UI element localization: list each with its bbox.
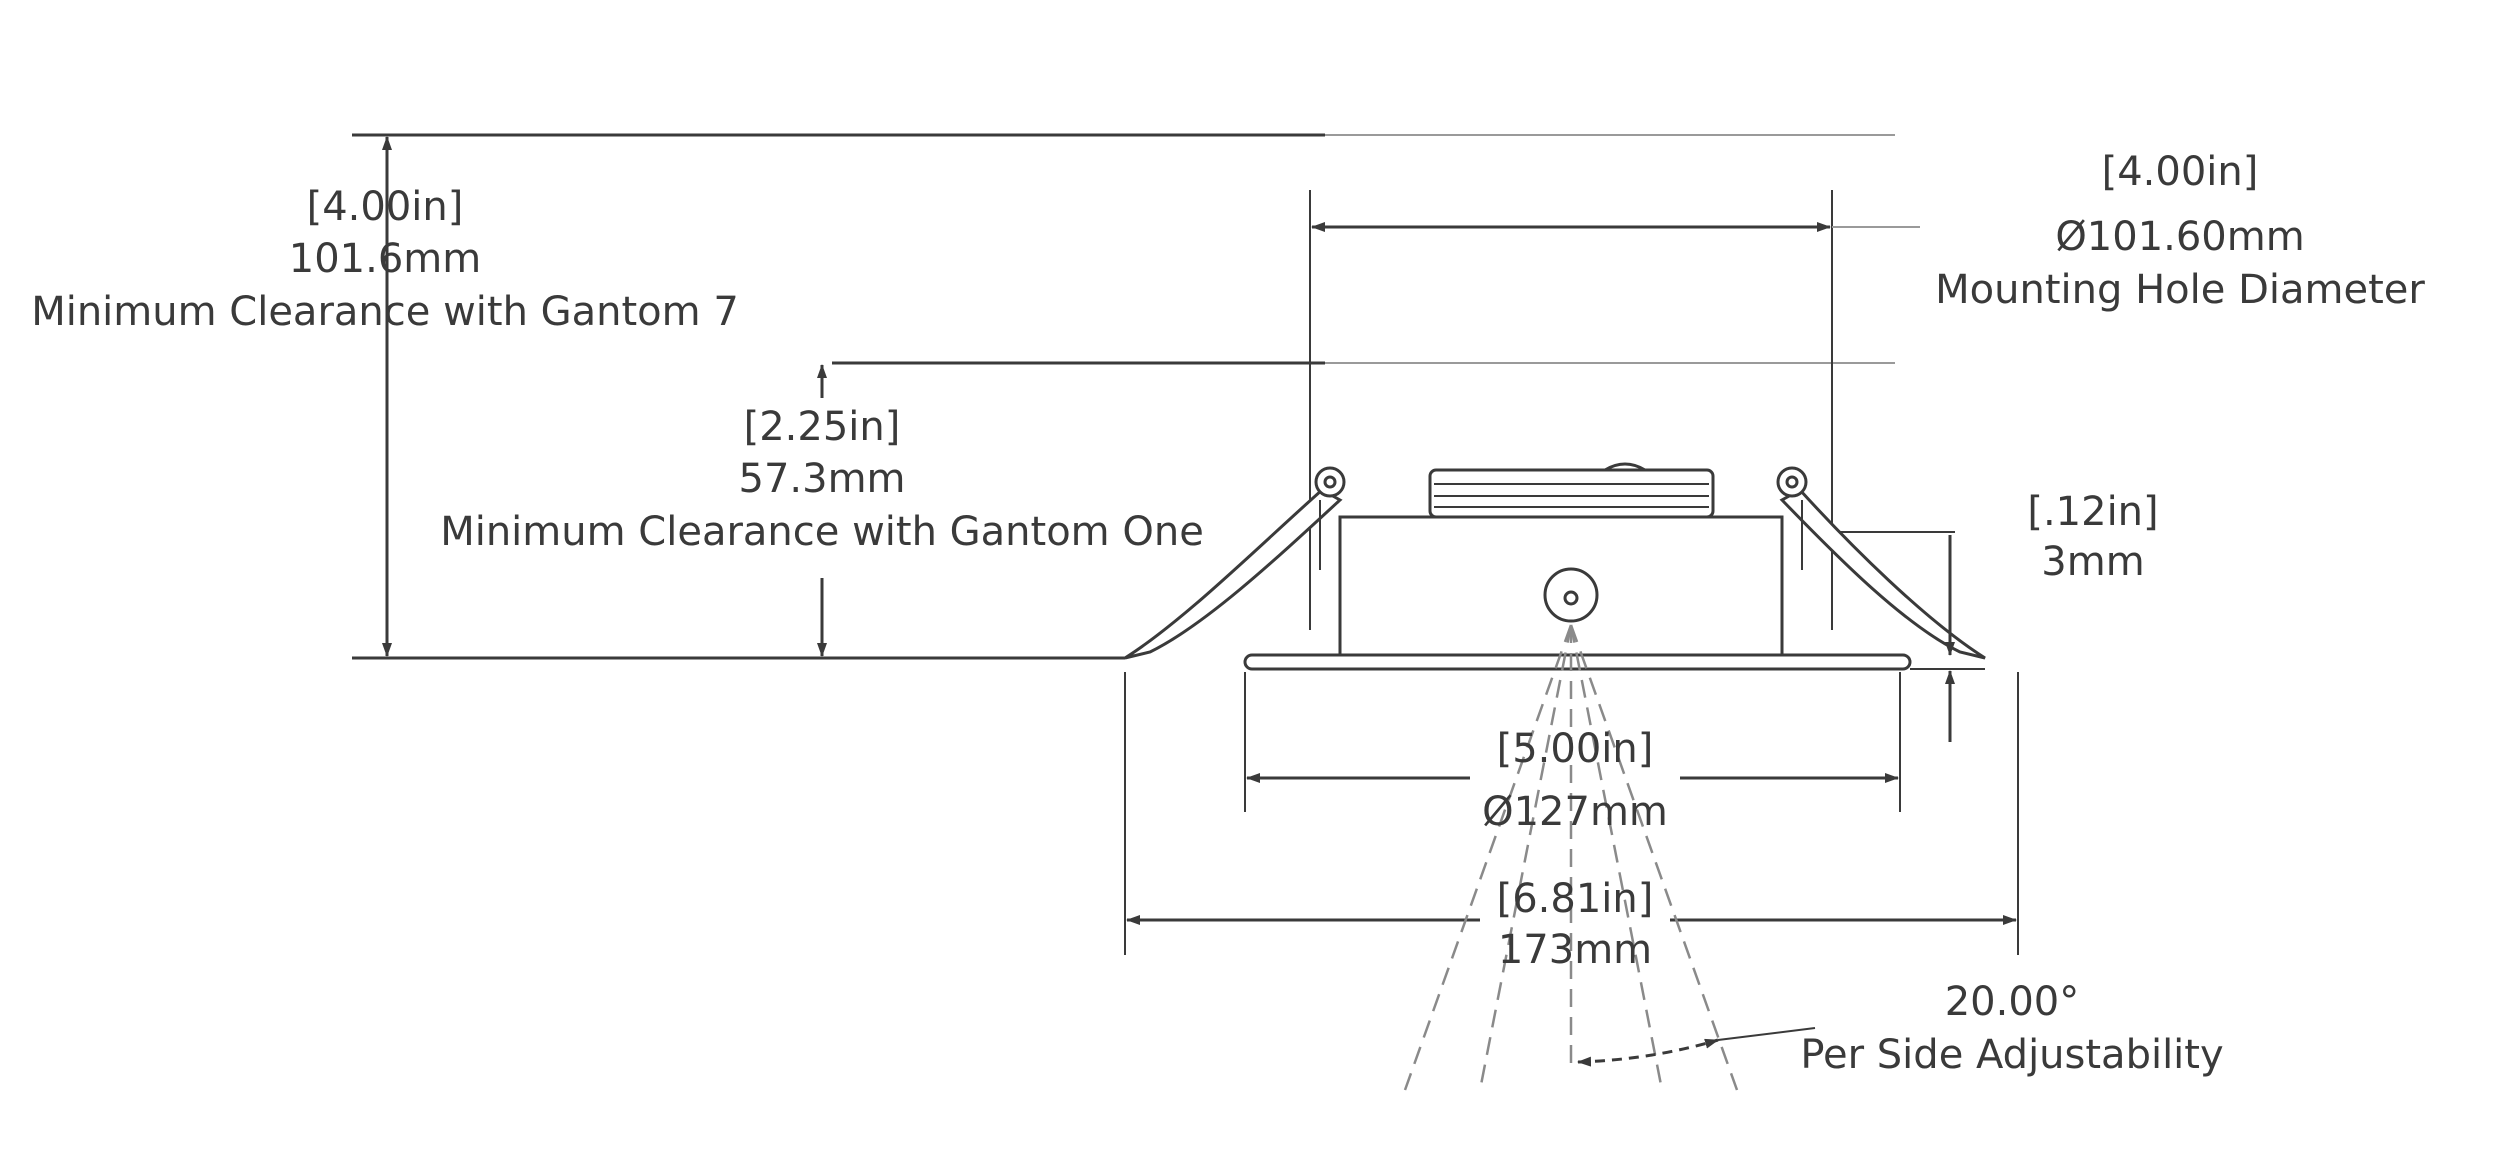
clearance-gantom-one-mm: 57.3mm [739,456,906,502]
overall-width-inches: [6.81in] [1497,876,1654,922]
clearance-gantom7-mm: 101.6mm [289,236,481,282]
adjustability-angle: 20.00° [1945,979,2080,1025]
beam-edge-right [1569,624,1739,1091]
flange-thickness-dimension [1840,531,1985,742]
trim-diameter-inches: [5.00in] [1497,726,1654,772]
clip-pivot-right-center [1785,475,1799,489]
trim-diameter-label: [5.00in] Ø127mm [1482,726,1668,835]
flange-thickness-inches: [.12in] [2027,489,2158,535]
adjustability-label: 20.00° Per Side Adjustability [1800,979,2223,1078]
clearance-gantom7-label: [4.00in] 101.6mm Minimum Clearance with … [31,184,739,335]
reference-lines [352,133,1895,660]
clearance-gantom7-inches: [4.00in] [307,184,464,230]
flange-thickness-label: [.12in] 3mm [2027,489,2158,585]
beam-adjustability [1403,624,1816,1091]
clip-pivot-left-center [1323,475,1337,489]
clearance-gantom7-caption: Minimum Clearance with Gantom 7 [31,289,739,335]
adjustability-caption: Per Side Adjustability [1800,1032,2223,1078]
overall-width-label: [6.81in] 173mm [1497,876,1654,973]
mounting-hole-dimension [1309,190,1920,630]
mounting-hole-caption: Mounting Hole Diameter [1935,267,2425,313]
beam-inner-left [1478,624,1573,1091]
adjustability-arc [1577,1038,1719,1067]
clearance-gantom-one-label: [2.25in] 57.3mm Minimum Clearance with G… [440,404,1204,555]
adjustability-leader [1717,1027,1816,1041]
spring-clip-right [1779,488,1986,660]
clearance-gantom-one-caption: Minimum Clearance with Gantom One [440,509,1204,555]
mounting-hole-label: [4.00in] Ø101.60mm Mounting Hole Diamete… [1935,149,2425,313]
trim-diameter-dimension [1244,672,1901,812]
heat-sink-cap [1599,462,1651,472]
beam-edge-left [1403,624,1573,1091]
downlight-fixture [1124,462,1986,671]
mounting-hole-mm: Ø101.60mm [2055,214,2304,260]
overall-width-dimension [1124,672,2019,955]
trim-diameter-mm: Ø127mm [1482,789,1668,835]
overall-width-mm: 173mm [1498,927,1652,973]
beam-inner-right [1569,624,1664,1091]
mounting-hole-inches: [4.00in] [2102,149,2259,195]
heat-sink [1428,468,1715,519]
tilt-pivot-center [1563,590,1579,606]
flange-thickness-mm: 3mm [2041,539,2144,585]
clearance-gantom-one-inches: [2.25in] [744,404,901,450]
